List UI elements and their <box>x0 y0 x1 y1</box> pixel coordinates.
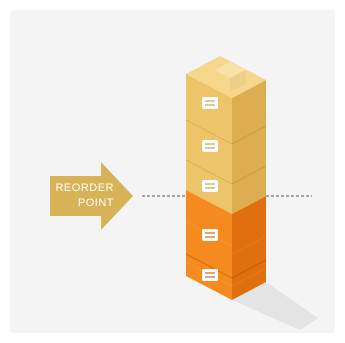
label-icon <box>202 140 218 152</box>
tan-box-seam-2 <box>185 159 233 185</box>
reorder-label-line2: POINT <box>77 197 114 209</box>
tan-box-seam-side-1 <box>231 125 267 145</box>
tan-box-seam-1 <box>185 119 233 145</box>
orange-box-seam-side <box>231 259 267 279</box>
diagram-background <box>10 10 335 333</box>
reorder-point-arrow <box>50 162 133 230</box>
label-icon <box>202 180 218 192</box>
label-icon <box>202 97 218 109</box>
label-icon <box>202 269 218 281</box>
reorder-label-line1: REORDER <box>55 182 114 194</box>
stack-shadow <box>232 282 318 330</box>
label-icon <box>202 229 218 241</box>
orange-box-seam <box>185 253 233 279</box>
tan-box-seam-side-2 <box>231 165 267 185</box>
